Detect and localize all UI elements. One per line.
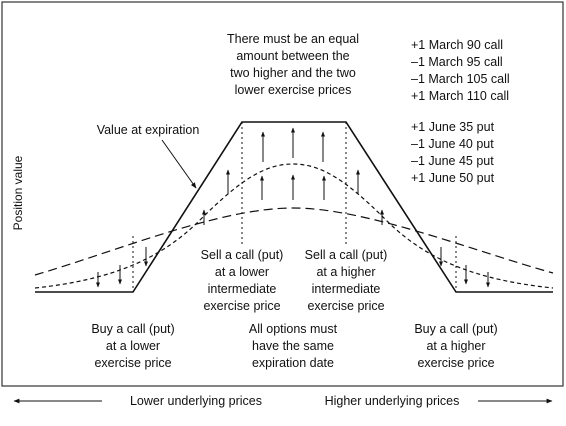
note-line: There must be an equal: [227, 32, 359, 46]
legend-call-item: +1 March 110 call: [411, 89, 509, 103]
legend-call-item: +1 March 90 call: [411, 38, 503, 52]
note-line: at a higher: [426, 339, 485, 353]
legend-call-item: –1 March 95 call: [411, 55, 503, 69]
note-line: intermediate: [312, 282, 381, 296]
sell-higher-note: Sell a call (put) at a higher intermedia…: [305, 248, 388, 313]
note-line: intermediate: [208, 282, 277, 296]
buy-higher-note: Buy a call (put) at a higher exercise pr…: [414, 322, 497, 370]
note-line: at a lower: [215, 265, 269, 279]
y-axis-label: Position value: [11, 155, 25, 230]
value-at-expiration-label: Value at expiration: [97, 123, 200, 137]
note-line: exercise price: [94, 356, 171, 370]
long-dated-value-curve: [34, 207, 554, 276]
note-line: exercise price: [203, 299, 280, 313]
buy-lower-note: Buy a call (put) at a lower exercise pri…: [91, 322, 174, 370]
note-line: amount between the: [236, 49, 349, 63]
legend-put-item: +1 June 50 put: [411, 171, 495, 185]
note-line: expiration date: [252, 356, 334, 370]
note-line: have the same: [252, 339, 334, 353]
same-expiration-note: All options must have the same expiratio…: [249, 322, 338, 370]
note-line: exercise price: [417, 356, 494, 370]
note-line: Buy a call (put): [91, 322, 174, 336]
strike-guides: [132, 122, 457, 292]
chart-frame: [1, 1, 564, 387]
note-line: Sell a call (put): [305, 248, 388, 262]
note-line: Buy a call (put): [414, 322, 497, 336]
note-line: at a higher: [316, 265, 375, 279]
legend-puts: +1 June 35 put –1 June 40 put –1 June 45…: [411, 120, 495, 185]
legend-put-item: +1 June 35 put: [411, 120, 495, 134]
note-line: two higher and the two: [230, 66, 356, 80]
expiration-value-line: [35, 121, 553, 293]
legend-put-item: –1 June 40 put: [411, 137, 494, 151]
value-at-expiration-pointer: [161, 139, 197, 189]
x-axis-right-label: Higher underlying prices: [325, 394, 460, 408]
legend-call-item: –1 March 105 call: [411, 72, 510, 86]
equal-amount-note: There must be an equal amount between th…: [227, 32, 359, 97]
sell-lower-note: Sell a call (put) at a lower intermediat…: [201, 248, 284, 313]
note-line: exercise price: [307, 299, 384, 313]
legend-put-item: –1 June 45 put: [411, 154, 494, 168]
note-line: All options must: [249, 322, 338, 336]
note-line: lower exercise prices: [235, 83, 352, 97]
note-line: at a lower: [106, 339, 160, 353]
time-decay-arrows: [96, 127, 490, 288]
legend-calls: +1 March 90 call –1 March 95 call –1 Mar…: [411, 38, 510, 103]
x-axis-left-label: Lower underlying prices: [130, 394, 262, 408]
note-line: Sell a call (put): [201, 248, 284, 262]
